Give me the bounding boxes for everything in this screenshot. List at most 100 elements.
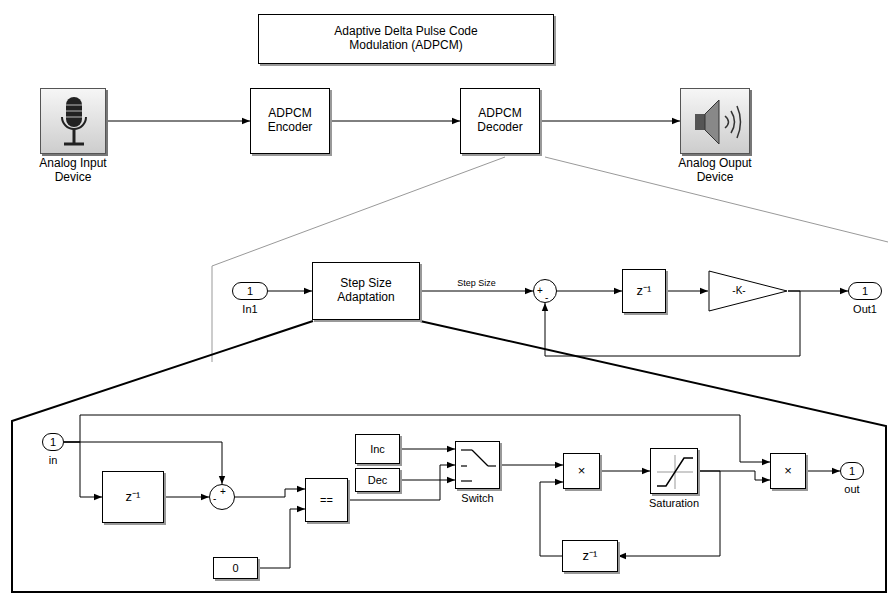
block-label: Saturation — [649, 497, 699, 510]
speaker-magnet — [695, 114, 705, 130]
block-shape — [40, 88, 106, 154]
signal-line — [235, 489, 305, 497]
saturation-block: Saturation — [650, 448, 698, 494]
block-symbol — [708, 270, 788, 312]
constant-block: Inc — [355, 434, 400, 464]
block-label: Dec — [368, 474, 388, 487]
block-shape: × — [563, 453, 600, 489]
signal-line — [400, 480, 455, 481]
block-label: Step Size Adaptation — [321, 277, 411, 305]
switch-block: Switch — [455, 441, 500, 489]
sound-wave — [737, 106, 741, 138]
zoom-outline — [12, 321, 886, 592]
block-label: in — [49, 454, 58, 467]
block-shape: ADPCM Decoder — [460, 88, 540, 154]
block-label: In1 — [242, 303, 257, 316]
output-device: Analog Ouput Device — [680, 88, 750, 154]
block-label: Adaptive Delta Pulse Code Modulation (AD… — [311, 25, 501, 53]
sound-wave — [725, 116, 729, 128]
block-label: Inc — [370, 443, 385, 456]
signal-line — [64, 442, 102, 497]
product-block: × — [770, 453, 806, 489]
delay-block: z⁻¹ — [562, 540, 618, 572]
signal-line — [540, 482, 563, 556]
signal-line — [348, 465, 455, 500]
block-shape: +- — [533, 279, 557, 303]
mic-grille — [66, 111, 82, 112]
signal-line — [330, 121, 460, 122]
block-shape — [650, 448, 698, 494]
block-label: + — [537, 286, 543, 296]
block-shape: 0 — [213, 557, 258, 579]
mic-base — [64, 143, 84, 146]
sum-block: +- — [533, 279, 557, 303]
sum-block: +- — [209, 484, 235, 510]
zoom-line — [545, 157, 888, 242]
subsystem-block: Step Size Adaptation — [312, 262, 420, 320]
block-label: == — [320, 494, 333, 507]
switch-contact — [461, 480, 472, 481]
speaker-cone — [705, 100, 719, 144]
block-shape: z⁻¹ — [562, 540, 618, 572]
signal-label: Step Size — [456, 279, 497, 288]
block-label: Switch — [461, 492, 493, 505]
signal-line — [806, 471, 840, 472]
block-shape: 1 — [848, 282, 882, 300]
inport: 1In1 — [232, 282, 268, 300]
block-shape: 1 — [42, 433, 64, 451]
block-symbol — [681, 89, 751, 155]
block-symbol — [651, 449, 699, 495]
mic-stand — [73, 129, 76, 143]
constant-block: Dec — [355, 468, 400, 492]
block-label: z⁻¹ — [583, 549, 598, 564]
signal-line — [666, 291, 708, 292]
switch-control — [461, 465, 467, 466]
block-symbol — [456, 442, 501, 490]
block-label: 1 — [849, 465, 855, 478]
block-label: 1 — [247, 285, 253, 298]
delay-block: z⁻¹ — [622, 269, 666, 313]
inport: 1in — [42, 433, 64, 451]
signal-line — [164, 497, 209, 498]
block-label: Analog Ouput Device — [670, 157, 760, 185]
input-device: Analog Input Device — [40, 88, 106, 154]
mic-grille — [66, 105, 82, 106]
block-label: + — [220, 487, 226, 497]
block-label: z⁻¹ — [637, 284, 652, 299]
mic-head — [66, 97, 82, 127]
block-shape: +- — [209, 484, 235, 510]
signal-line — [540, 121, 680, 122]
product-block: × — [563, 453, 600, 489]
block-shape: ADPCM Encoder — [250, 88, 330, 154]
block-shape: 1 — [232, 282, 268, 300]
outport: 1Out1 — [848, 282, 882, 300]
sound-wave — [731, 111, 735, 133]
block-label: ADPCM Encoder — [255, 107, 325, 135]
block-label: 1 — [862, 285, 868, 298]
signal-line — [258, 509, 305, 568]
saturation-curve — [657, 458, 693, 486]
delay-block: z⁻¹ — [102, 471, 164, 523]
block-shape: z⁻¹ — [622, 269, 666, 313]
compare-block: == — [305, 478, 348, 522]
block-shape: -K- — [708, 270, 788, 312]
block-shape: Inc — [355, 434, 400, 464]
signal-line — [500, 465, 563, 466]
signal-line — [400, 449, 455, 450]
block-label: - — [213, 494, 216, 504]
block-label: × — [784, 464, 792, 479]
mic-grille — [66, 117, 82, 118]
signal-line — [600, 471, 650, 472]
block-label: z⁻¹ — [126, 490, 141, 505]
encoder-block: ADPCM Encoder — [250, 88, 330, 154]
block-label: ADPCM Decoder — [465, 107, 535, 135]
signal-line — [557, 291, 622, 292]
outport: 1out — [840, 462, 864, 480]
gain-block: -K- — [708, 270, 788, 312]
block-symbol — [41, 89, 107, 155]
block-shape: z⁻¹ — [102, 471, 164, 523]
signal-line — [106, 121, 250, 122]
switch-contact — [461, 449, 472, 450]
block-label: × — [578, 464, 586, 479]
